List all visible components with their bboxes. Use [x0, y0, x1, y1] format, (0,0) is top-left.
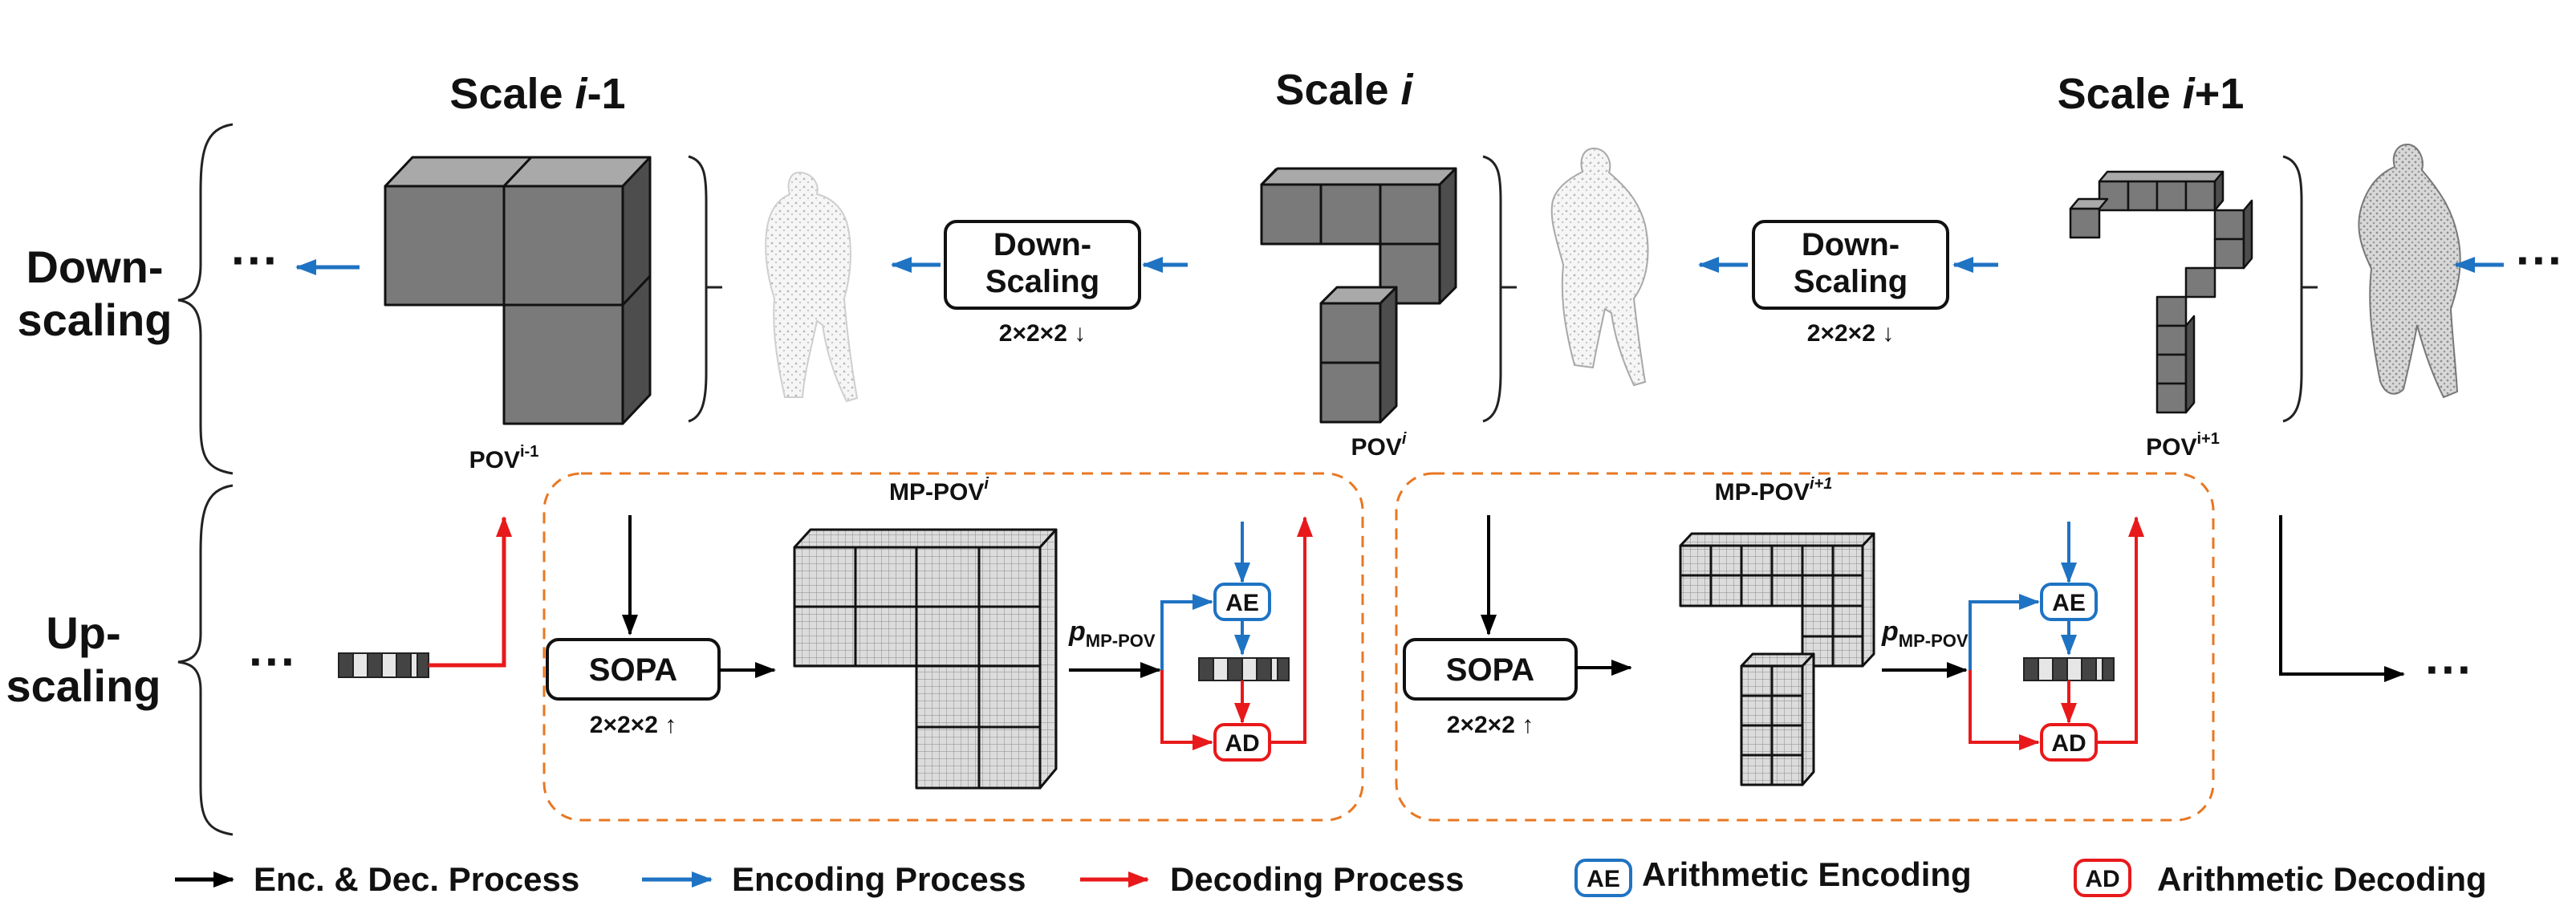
- downscaling-factor-1: 2×2×2 ↓: [999, 320, 1086, 347]
- arrow-black-l-right: [2279, 515, 2405, 682]
- p-mp-pov-label-1: pMP-POV: [1068, 616, 1156, 651]
- legend-decoding: Decoding Process: [1170, 860, 1464, 898]
- arrow-red-to-ad-2: [1969, 670, 2040, 750]
- ellipsis-up-left: ···: [249, 635, 297, 689]
- legend-enc-dec: Enc. & Dec. Process: [254, 860, 579, 898]
- sopa-label-1: SOPA: [589, 652, 677, 688]
- voxel-cube: [1319, 302, 1382, 364]
- voxel-cube: [2155, 382, 2188, 414]
- mp-pov-voxels-2: [1679, 532, 1875, 786]
- legend-ad-icon-label: AD: [2085, 866, 2119, 892]
- mp-pov-module-1: [542, 472, 1364, 822]
- ellipsis-down-right: ···: [2516, 234, 2564, 287]
- legend-ae-icon: [1574, 859, 1632, 897]
- downscaling-box-1: [944, 220, 1141, 310]
- bitstream-bar-left: [338, 652, 429, 678]
- voxel-cube: [384, 156, 533, 307]
- voxel-cube: [1319, 183, 1382, 246]
- scale-title-right: Scale i+1: [2058, 70, 2245, 118]
- voxel-cube: [1319, 361, 1382, 424]
- downscaling-factor-2: 2×2×2 ↓: [1807, 320, 1894, 347]
- legend-encoding: Encoding Process: [732, 860, 1026, 898]
- row-label-downscaling: Down-scaling: [18, 242, 173, 345]
- scale-title-left: Scale i-1: [449, 70, 625, 118]
- ellipsis-down-left: ···: [231, 234, 279, 287]
- voxel-cube: [2127, 180, 2159, 212]
- ad-label-1: AD: [1225, 730, 1259, 757]
- mp-pov-label-2: MP-POVi+1: [1715, 475, 1833, 506]
- arrow-red-up-2: [2096, 516, 2144, 744]
- voxel-cube: [2155, 324, 2188, 356]
- legend-ad-icon: [2074, 859, 2131, 897]
- legend-arith-enc: Arithmetic Encoding: [1642, 855, 1972, 893]
- bracket-scale-i-minus-1: [688, 155, 722, 423]
- bitstream-bar-2: [2023, 657, 2115, 681]
- p-mp-pov-label-2: pMP-POV: [1881, 616, 1969, 651]
- voxel-cube: [2098, 180, 2130, 212]
- ae-label-2: AE: [2052, 590, 2086, 616]
- point-cloud-sparse: [765, 171, 859, 403]
- brace-downscaling: [177, 123, 234, 475]
- voxel-cube: [2213, 238, 2245, 270]
- arrow-red-up-1: [1270, 516, 1313, 744]
- ad-label-2: AD: [2051, 730, 2086, 757]
- mp-pov-voxels-1: [793, 528, 1058, 790]
- downscaling-box-2: [1752, 220, 1949, 310]
- sopa-factor-1: 2×2×2 ↑: [590, 712, 677, 738]
- ae-label-1: AE: [1225, 590, 1259, 616]
- arrow-blue-to-ae-1: [1160, 594, 1213, 670]
- scale-title-mid: Scale i: [1275, 66, 1413, 114]
- point-cloud-medium: [1550, 147, 1649, 387]
- voxel-cube: [502, 274, 652, 425]
- arrow-red-to-ad-1: [1160, 670, 1213, 750]
- legend-arith-dec: Arithmetic Decoding: [2157, 860, 2487, 898]
- pov-voxels-scale-i-minus-1: [384, 156, 652, 425]
- mp-pov-label-1: MP-POVi: [889, 475, 989, 506]
- voxel-cube: [2184, 180, 2216, 212]
- voxel-cube: [1379, 183, 1441, 246]
- pov-label-scale-i-plus-1: POVi+1: [2146, 430, 2220, 461]
- downscaling-box-2-label: Down-Scaling: [1794, 227, 1908, 299]
- brace-upscaling: [177, 484, 234, 836]
- voxel-cube: [2184, 266, 2216, 299]
- pov-voxels-scale-i-plus-1: [2069, 170, 2253, 414]
- voxel-cube: [2155, 295, 2188, 327]
- voxel-cube: [2155, 180, 2188, 212]
- ellipsis-up-right: ···: [2425, 643, 2473, 697]
- pov-label-scale-i: POVi: [1351, 430, 1407, 461]
- voxel-cube: [502, 156, 652, 307]
- point-cloud-dense: [2358, 143, 2461, 399]
- sopa-factor-2: 2×2×2 ↑: [1447, 712, 1534, 738]
- legend-ae-icon-label: AE: [1587, 866, 1620, 892]
- voxel-cube: [1260, 183, 1323, 246]
- voxel-cube: [2155, 353, 2188, 385]
- legend: Enc. & Dec. Process Encoding Process Dec…: [175, 855, 2487, 898]
- sopa-label-2: SOPA: [1446, 652, 1534, 688]
- arrow-blue-to-ae-2: [1969, 594, 2040, 670]
- pov-voxels-scale-i: [1260, 167, 1457, 424]
- row-label-upscaling: Up-scaling: [6, 607, 161, 711]
- mp-pov-module-2: [1395, 472, 2215, 822]
- voxel-cube: [2213, 209, 2245, 241]
- bracket-scale-i-plus-1: [2282, 155, 2318, 423]
- arrow-red-up-left: [429, 516, 512, 668]
- bitstream-bar-1: [1198, 657, 1290, 681]
- bracket-scale-i: [1482, 155, 1517, 423]
- downscaling-box-1-label: Down-Scaling: [985, 227, 1099, 299]
- voxel-cube: [2069, 207, 2101, 239]
- pov-label-scale-i-minus-1: POVi-1: [469, 443, 539, 473]
